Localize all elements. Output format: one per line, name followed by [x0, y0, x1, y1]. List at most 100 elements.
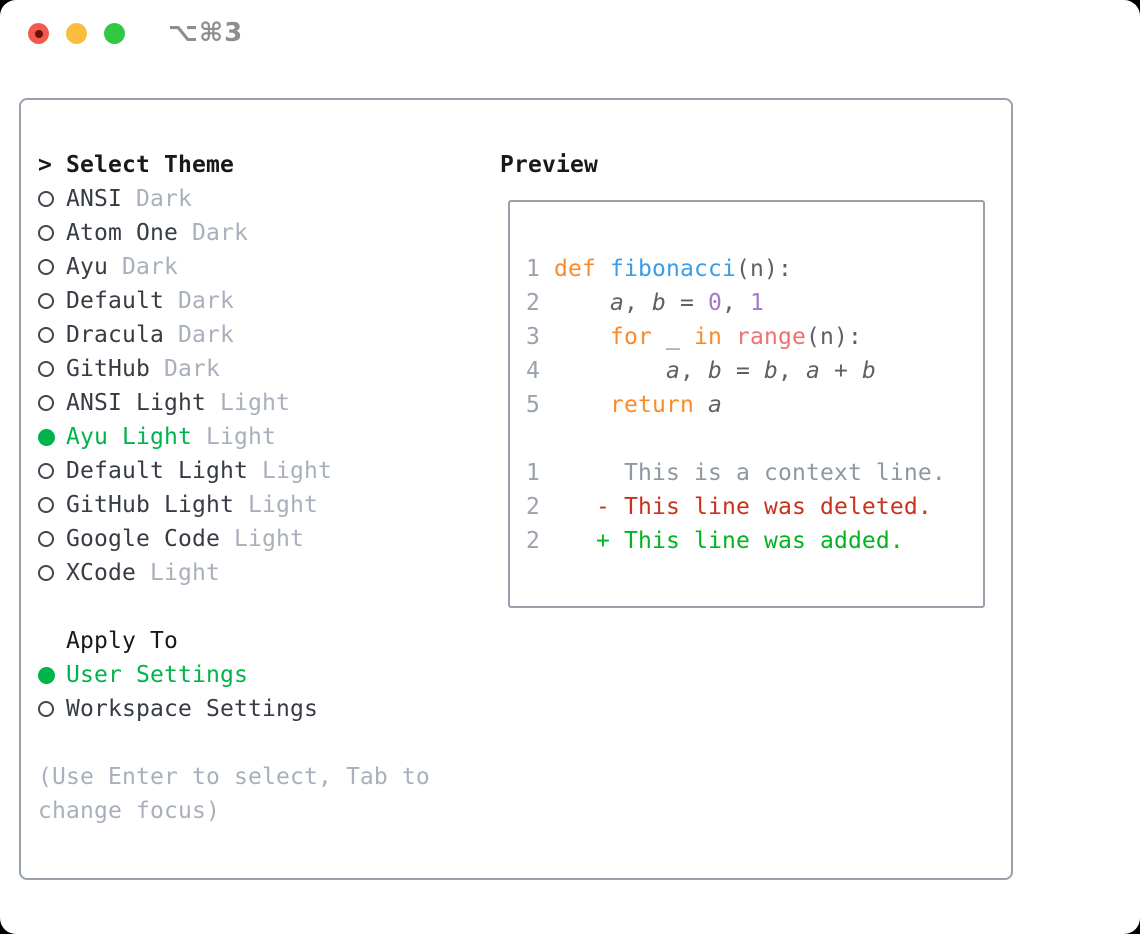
code-token: for	[610, 324, 652, 350]
line-number: 5	[526, 392, 540, 418]
theme-name: Ayu Light	[66, 424, 206, 450]
theme-option-default-dark[interactable]: Default Dark	[38, 284, 453, 318]
preview-title: Preview	[500, 152, 598, 178]
zoom-button[interactable]	[104, 23, 125, 44]
radio-icon	[38, 395, 54, 411]
code-token	[540, 256, 554, 282]
radio-selected-icon	[38, 666, 55, 684]
code-token: =	[721, 358, 764, 384]
theme-variant: Dark	[122, 254, 178, 280]
code-token: _	[652, 324, 694, 350]
code-token: return	[610, 392, 694, 418]
code-token: ,	[777, 358, 806, 384]
theme-option-ayu-dark[interactable]: Ayu Dark	[38, 250, 453, 284]
radio-icon	[38, 531, 54, 547]
radio-icon	[38, 293, 54, 309]
code-token: (n):	[735, 256, 792, 282]
code-token	[596, 256, 610, 282]
line-number: 2	[526, 290, 540, 316]
select-theme-header: > Select Theme	[38, 148, 453, 182]
close-dot-icon	[34, 29, 43, 38]
code-line: 4 a, b = b, a + b	[526, 354, 983, 388]
theme-name: Atom One	[66, 220, 192, 246]
minimize-button[interactable]	[66, 23, 87, 44]
theme-variant: Light	[261, 458, 332, 484]
theme-option-dracula-dark[interactable]: Dracula Dark	[38, 318, 453, 352]
theme-variant: Light	[205, 424, 276, 450]
line-number: 2	[526, 528, 540, 554]
code-text: return a	[540, 388, 722, 422]
theme-name: GitHub	[66, 356, 164, 382]
code-token: 0	[708, 290, 722, 316]
code-line: 2 a, b = 0, 1	[526, 286, 983, 320]
theme-option-github-light-light[interactable]: GitHub Light Light	[38, 488, 453, 522]
line-number: 4	[526, 358, 540, 384]
theme-option-google-code-light[interactable]: Google Code Light	[38, 522, 453, 556]
code-token: ,	[679, 358, 708, 384]
theme-option-ayu-light-light[interactable]: Ayu Light Light	[38, 420, 453, 454]
code-token: =	[666, 290, 708, 316]
code-token: a	[707, 392, 722, 418]
theme-option-ansi-light-light[interactable]: ANSI Light Light	[38, 386, 453, 420]
code-token	[540, 358, 666, 384]
code-token: a	[610, 290, 624, 316]
code-token	[540, 290, 610, 316]
radio-icon	[38, 497, 54, 513]
radio-icon	[38, 327, 54, 343]
theme-option-github-dark[interactable]: GitHub Dark	[38, 352, 453, 386]
close-button[interactable]	[28, 23, 49, 44]
code-text: a, b = b, a + b	[540, 354, 876, 388]
radio-icon	[38, 701, 54, 717]
code-text: def fibonacci(n):	[540, 252, 792, 286]
theme-name: XCode	[66, 560, 150, 586]
code-token: a	[805, 358, 820, 384]
theme-variant: Light	[247, 492, 318, 518]
theme-variant: Dark	[177, 288, 234, 314]
code-token: - This line was deleted.	[540, 494, 932, 520]
apply-option-user-settings[interactable]: User Settings	[38, 658, 453, 692]
radio-icon	[38, 225, 54, 241]
code-line: 1 def fibonacci(n):	[526, 252, 983, 286]
theme-option-ansi-dark[interactable]: ANSI Dark	[38, 182, 453, 216]
code-token: b	[707, 358, 722, 384]
code-token	[722, 324, 736, 350]
apply-option-workspace-settings[interactable]: Workspace Settings	[38, 692, 453, 726]
code-text: a, b = 0, 1	[540, 286, 764, 320]
radio-icon	[38, 361, 54, 377]
apply-option-label: Workspace Settings	[66, 696, 318, 722]
line-number: 1	[526, 460, 540, 486]
theme-name: ANSI	[66, 186, 136, 212]
code-line: 3 for _ in range(n):	[526, 320, 983, 354]
theme-option-default-light-light[interactable]: Default Light Light	[38, 454, 453, 488]
theme-name: GitHub Light	[66, 492, 248, 518]
select-theme-title: Select Theme	[66, 152, 234, 178]
radio-icon	[38, 259, 54, 275]
keyboard-hint-text: (Use Enter to select, Tab to change focu…	[38, 764, 430, 824]
theme-option-atom-one-dark[interactable]: Atom One Dark	[38, 216, 453, 250]
line-number: 2	[526, 494, 540, 520]
code-token	[540, 392, 610, 418]
radio-icon	[38, 191, 54, 207]
code-text: for _ in range(n):	[540, 320, 862, 354]
code-token	[694, 392, 708, 418]
line-number: 1	[526, 256, 540, 282]
theme-variant: Light	[233, 526, 304, 552]
theme-variant: Dark	[136, 186, 192, 212]
code-line: 1 This is a context line.	[526, 456, 983, 490]
theme-name: ANSI Light	[66, 390, 220, 416]
theme-variant: Dark	[177, 322, 234, 348]
code-token: 1	[750, 290, 764, 316]
code-token: ,	[624, 290, 652, 316]
theme-variant: Dark	[191, 220, 248, 246]
code-text: + This line was added.	[540, 524, 904, 558]
theme-option-xcode-light[interactable]: XCode Light	[38, 556, 453, 590]
code-token: +	[819, 358, 862, 384]
code-token: ,	[722, 290, 750, 316]
code-token: (n):	[806, 324, 862, 350]
